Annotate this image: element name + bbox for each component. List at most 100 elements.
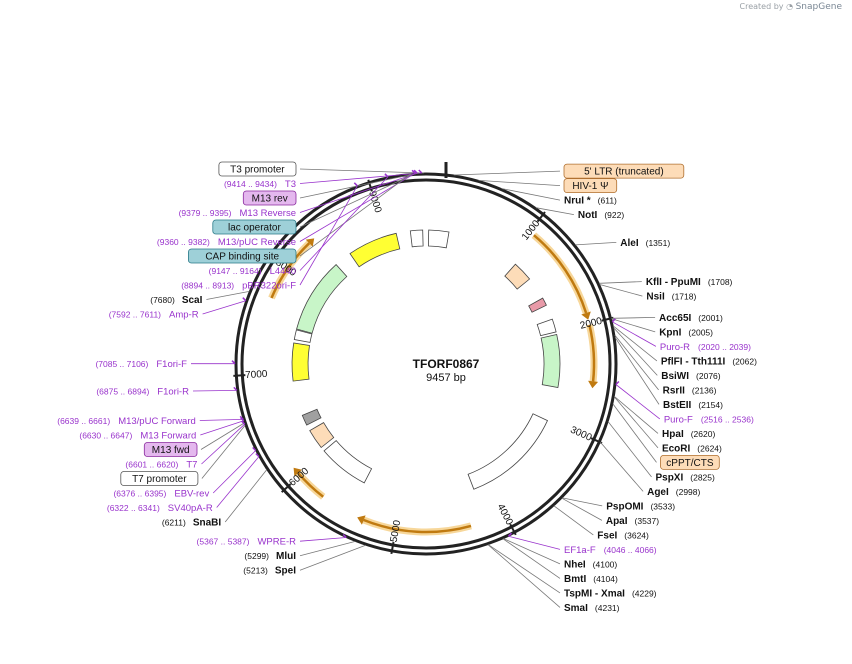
leader-line [299,176,389,271]
feature-f1-ori [291,342,310,382]
primer-label: (9379 .. 9395)M13 Reverse [179,208,296,219]
primer-site-marker [418,169,423,174]
primer-name: Amp-R [169,310,199,321]
feature-box [143,442,198,457]
primer-label: (6322 .. 6341)SV40pA-R [107,503,213,514]
ruler-tick-label: 3000 [568,425,593,444]
feature-box [212,219,297,235]
site-position: (3624) [624,530,649,540]
leader-line [599,284,643,297]
leader-line [612,321,657,347]
restriction-site-label: BmtI(4104) [564,574,618,585]
site-name: KflI - PpuMI [646,277,701,288]
leader-line [607,421,652,478]
site-position: (1708) [708,277,733,287]
leader-line [611,317,656,319]
ruler-tick-label: 2000 [579,316,604,332]
primer-name: WPRE-R [257,537,296,548]
site-position: (2076) [696,371,721,381]
primer-name: pBR322ori-F [242,281,296,292]
primer-name: SV40pA-R [168,503,213,514]
restriction-site-label: BstEII(2154) [663,400,723,411]
leader-line [453,170,561,176]
site-name: SpeI [275,566,296,577]
leader-line [199,419,244,421]
leader-line [212,450,256,494]
restriction-site-label: SmaI (4231) [564,603,620,614]
primer-name: EBV-rev [174,489,209,500]
ruler-tick [233,374,246,377]
leader-line [613,395,659,434]
site-name: BsiWI [661,371,689,382]
ruler-tick [509,523,517,536]
feature-ori [349,232,401,268]
backbone-ring [234,172,618,556]
restriction-site-label: ApaI(3537) [606,516,659,527]
site-position: (2001) [698,313,723,323]
feature-box-label: M13 fwd [152,445,190,456]
snapgene-logo-icon: ◔ [786,2,794,11]
restriction-site-label: KpnI(2005) [659,327,713,338]
primer-range: (6639 .. 6661) [57,416,110,426]
site-name: MluI [276,551,296,562]
ruler-tick [601,316,614,322]
orf-arrowhead [581,311,591,320]
site-name: SmaI [564,603,588,614]
primer-site-marker [384,173,389,178]
primer-label: (7592 .. 7611)Amp-R [109,310,199,321]
primer-range: (9414 .. 9434) [224,179,277,189]
primer-name: M13 Reverse [240,208,297,219]
primer-name: EF1a-F [564,545,596,556]
leader-line [478,180,561,186]
primer-site-marker [342,533,347,539]
credit-prefix: Created by [739,2,784,11]
primer-range: (9360 .. 9382) [157,237,210,247]
leader-line [201,425,246,479]
plasmid-size: 9457 bp [426,372,466,384]
primer-site-marker [233,386,238,391]
primer-range: (6875 .. 6894) [96,386,149,396]
feature-box [660,454,720,470]
primer-label: (5367 .. 5387)WPRE-R [197,537,297,548]
backbone-inner [240,178,612,550]
primer-label: (8894 .. 8913)pBR322ori-F [181,281,296,292]
primer-site-marker [411,169,416,174]
site-name: Acc65I [659,313,691,324]
primer-range: (6601 .. 6620) [125,460,178,470]
site-position: (4104) [593,574,618,584]
primer-name: T3 [285,179,296,190]
restriction-site-label: Acc65I (2001) [659,313,723,324]
feature-box-label: HIV-1 Ψ [572,181,608,192]
site-position: (1718) [672,292,697,302]
site-name: PflFI - Tth111I [661,356,726,367]
feature-rsv-promoter [427,229,450,249]
restriction-site-label: (7680)ScaI [150,295,202,306]
leader-line [575,242,617,246]
leader-line [614,337,660,405]
leader-line [615,384,661,420]
restriction-site-label: AgeI(2998) [647,487,700,498]
leader-line [299,537,347,542]
primer-label: Puro-F(2516 .. 2536) [664,414,754,425]
restriction-site-label: PspXI(2825) [655,472,715,483]
site-position: (4231) [595,603,620,613]
feature-ampr [296,264,348,334]
feature-sv40-poly-a-signal [301,408,322,426]
restriction-site-label: NsiI(1718) [646,292,696,303]
leader-line [614,334,659,391]
primer-label: (6875 .. 6894)F1ori-R [96,386,189,397]
site-position: (2136) [692,385,717,395]
restriction-site-label: EcoRI(2624) [662,443,722,454]
restriction-site-label: FseI(3624) [597,530,649,541]
orf-arc [363,518,472,534]
leader-line [200,420,244,436]
primer-name: Puro-R [660,342,690,353]
credit-brand: SnapGene [795,2,842,12]
ruler-tick-label: 7000 [245,369,268,381]
restriction-site-label: PspOMI(3533) [606,501,675,512]
snapgene-credit: Created by ◔ SnapGene [740,2,843,12]
leader-line [508,535,561,550]
site-position: (922) [604,210,624,220]
primer-site-marker [241,420,246,425]
